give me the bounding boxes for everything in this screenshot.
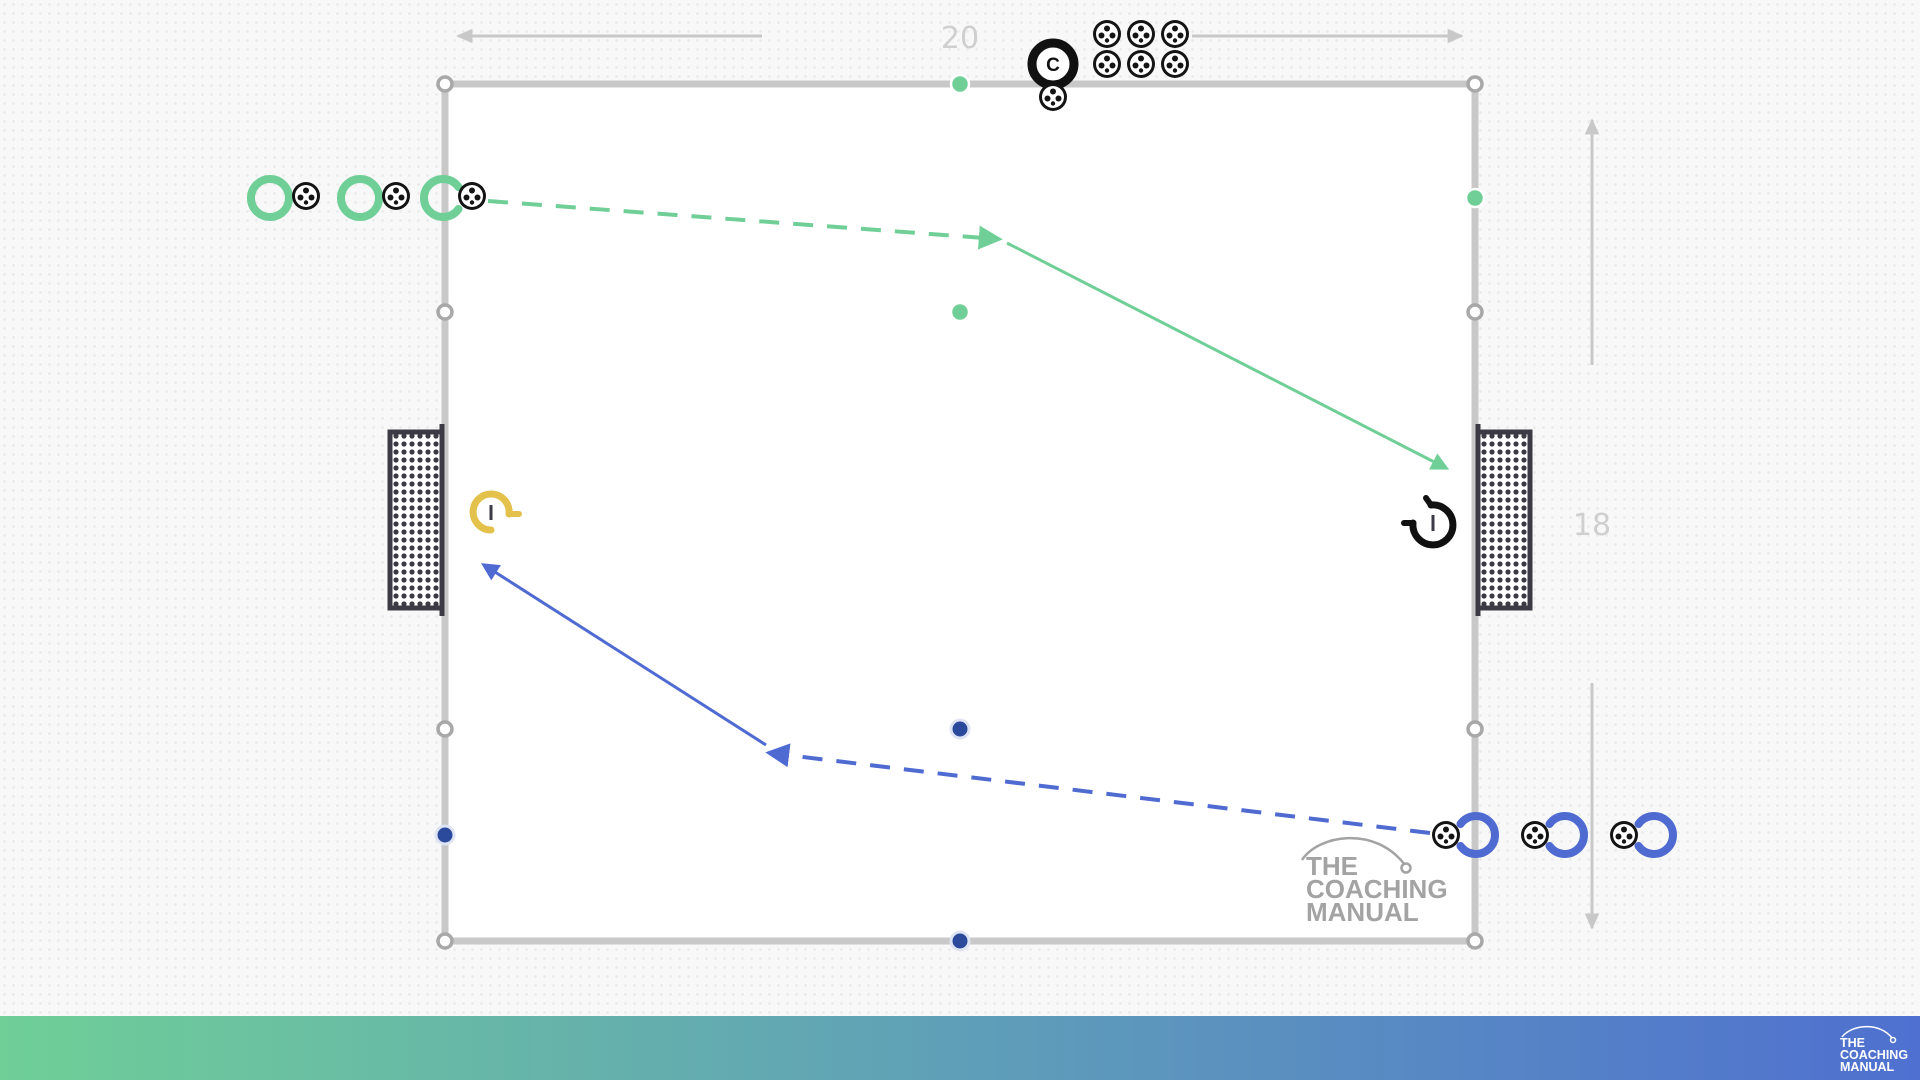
blue-shot-arrow	[480, 563, 767, 747]
supply-ball-6	[1161, 50, 1189, 78]
ball-supply	[1093, 20, 1189, 78]
cone-top-right	[1466, 75, 1484, 93]
green-cone-top-center	[949, 73, 971, 95]
coach-label: C	[1046, 55, 1060, 76]
watermark-logo: THE COACHING MANUAL	[1300, 836, 1448, 927]
width-label: 20	[941, 21, 979, 56]
supply-ball-4	[1093, 50, 1121, 78]
cone-left-upper	[436, 303, 454, 321]
green-ball-3	[458, 182, 486, 210]
green-player-2	[337, 175, 383, 221]
right-goalkeeper-black	[1401, 495, 1457, 549]
blue-player-queue	[1432, 812, 1677, 858]
right-goal	[1475, 424, 1533, 616]
cone-top-left	[436, 75, 454, 93]
supply-ball-3	[1161, 20, 1189, 48]
left-goal	[387, 424, 445, 616]
cone-right-upper	[1466, 303, 1484, 321]
blue-cone-bottom-center	[949, 930, 971, 952]
cone-left-lower	[436, 720, 454, 738]
green-cone-right	[1464, 187, 1486, 209]
cone-bottom-left	[436, 932, 454, 950]
watermark-line-3: MANUAL	[1306, 897, 1419, 927]
green-ball-2	[382, 182, 410, 210]
green-cone-markers	[949, 73, 1486, 323]
brand-footer-bar: THE COACHING MANUAL	[0, 1016, 1920, 1080]
blue-player-3	[1634, 812, 1677, 858]
blue-cone-left	[434, 824, 456, 846]
green-player-3	[420, 175, 463, 221]
blue-player-2	[1545, 812, 1588, 858]
green-player-1	[247, 175, 293, 221]
blue-dribble-arrow	[765, 743, 1431, 835]
drill-diagram: 20 18	[247, 20, 1677, 952]
footer-logo: THE COACHING MANUAL	[1840, 1025, 1908, 1074]
supply-ball-2	[1127, 20, 1155, 48]
left-goalkeeper-yellow	[469, 490, 522, 534]
green-player-queue	[247, 175, 486, 221]
width-dimension: 20	[456, 21, 1464, 56]
footer-logo-line-2: COACHING	[1840, 1048, 1908, 1062]
watermark-line-1: THE	[1306, 851, 1358, 881]
grey-cone-markers	[436, 75, 1484, 950]
cone-right-lower	[1466, 720, 1484, 738]
green-shot-arrow	[1006, 241, 1450, 470]
supply-ball-1	[1093, 20, 1121, 48]
coach-ball	[1039, 83, 1067, 111]
blue-ball-2	[1521, 821, 1549, 849]
green-ball-1	[292, 182, 320, 210]
blue-ball-1	[1432, 821, 1460, 849]
watermark-line-2: COACHING	[1306, 874, 1448, 904]
cone-bottom-right	[1466, 932, 1484, 950]
blue-cone-center	[949, 718, 971, 740]
blue-player-1	[1456, 812, 1499, 858]
coach: C	[1027, 38, 1079, 111]
green-cone-center	[949, 301, 971, 323]
supply-ball-5	[1127, 50, 1155, 78]
footer-logo-line-3: MANUAL	[1840, 1060, 1895, 1074]
blue-ball-3	[1610, 821, 1638, 849]
height-label: 18	[1573, 508, 1611, 543]
blue-cone-markers	[434, 718, 971, 952]
height-dimension: 18	[1573, 118, 1611, 930]
green-dribble-arrow	[487, 199, 1003, 250]
footer-logo-line-1: THE	[1840, 1036, 1865, 1050]
pitch-area	[445, 84, 1475, 941]
